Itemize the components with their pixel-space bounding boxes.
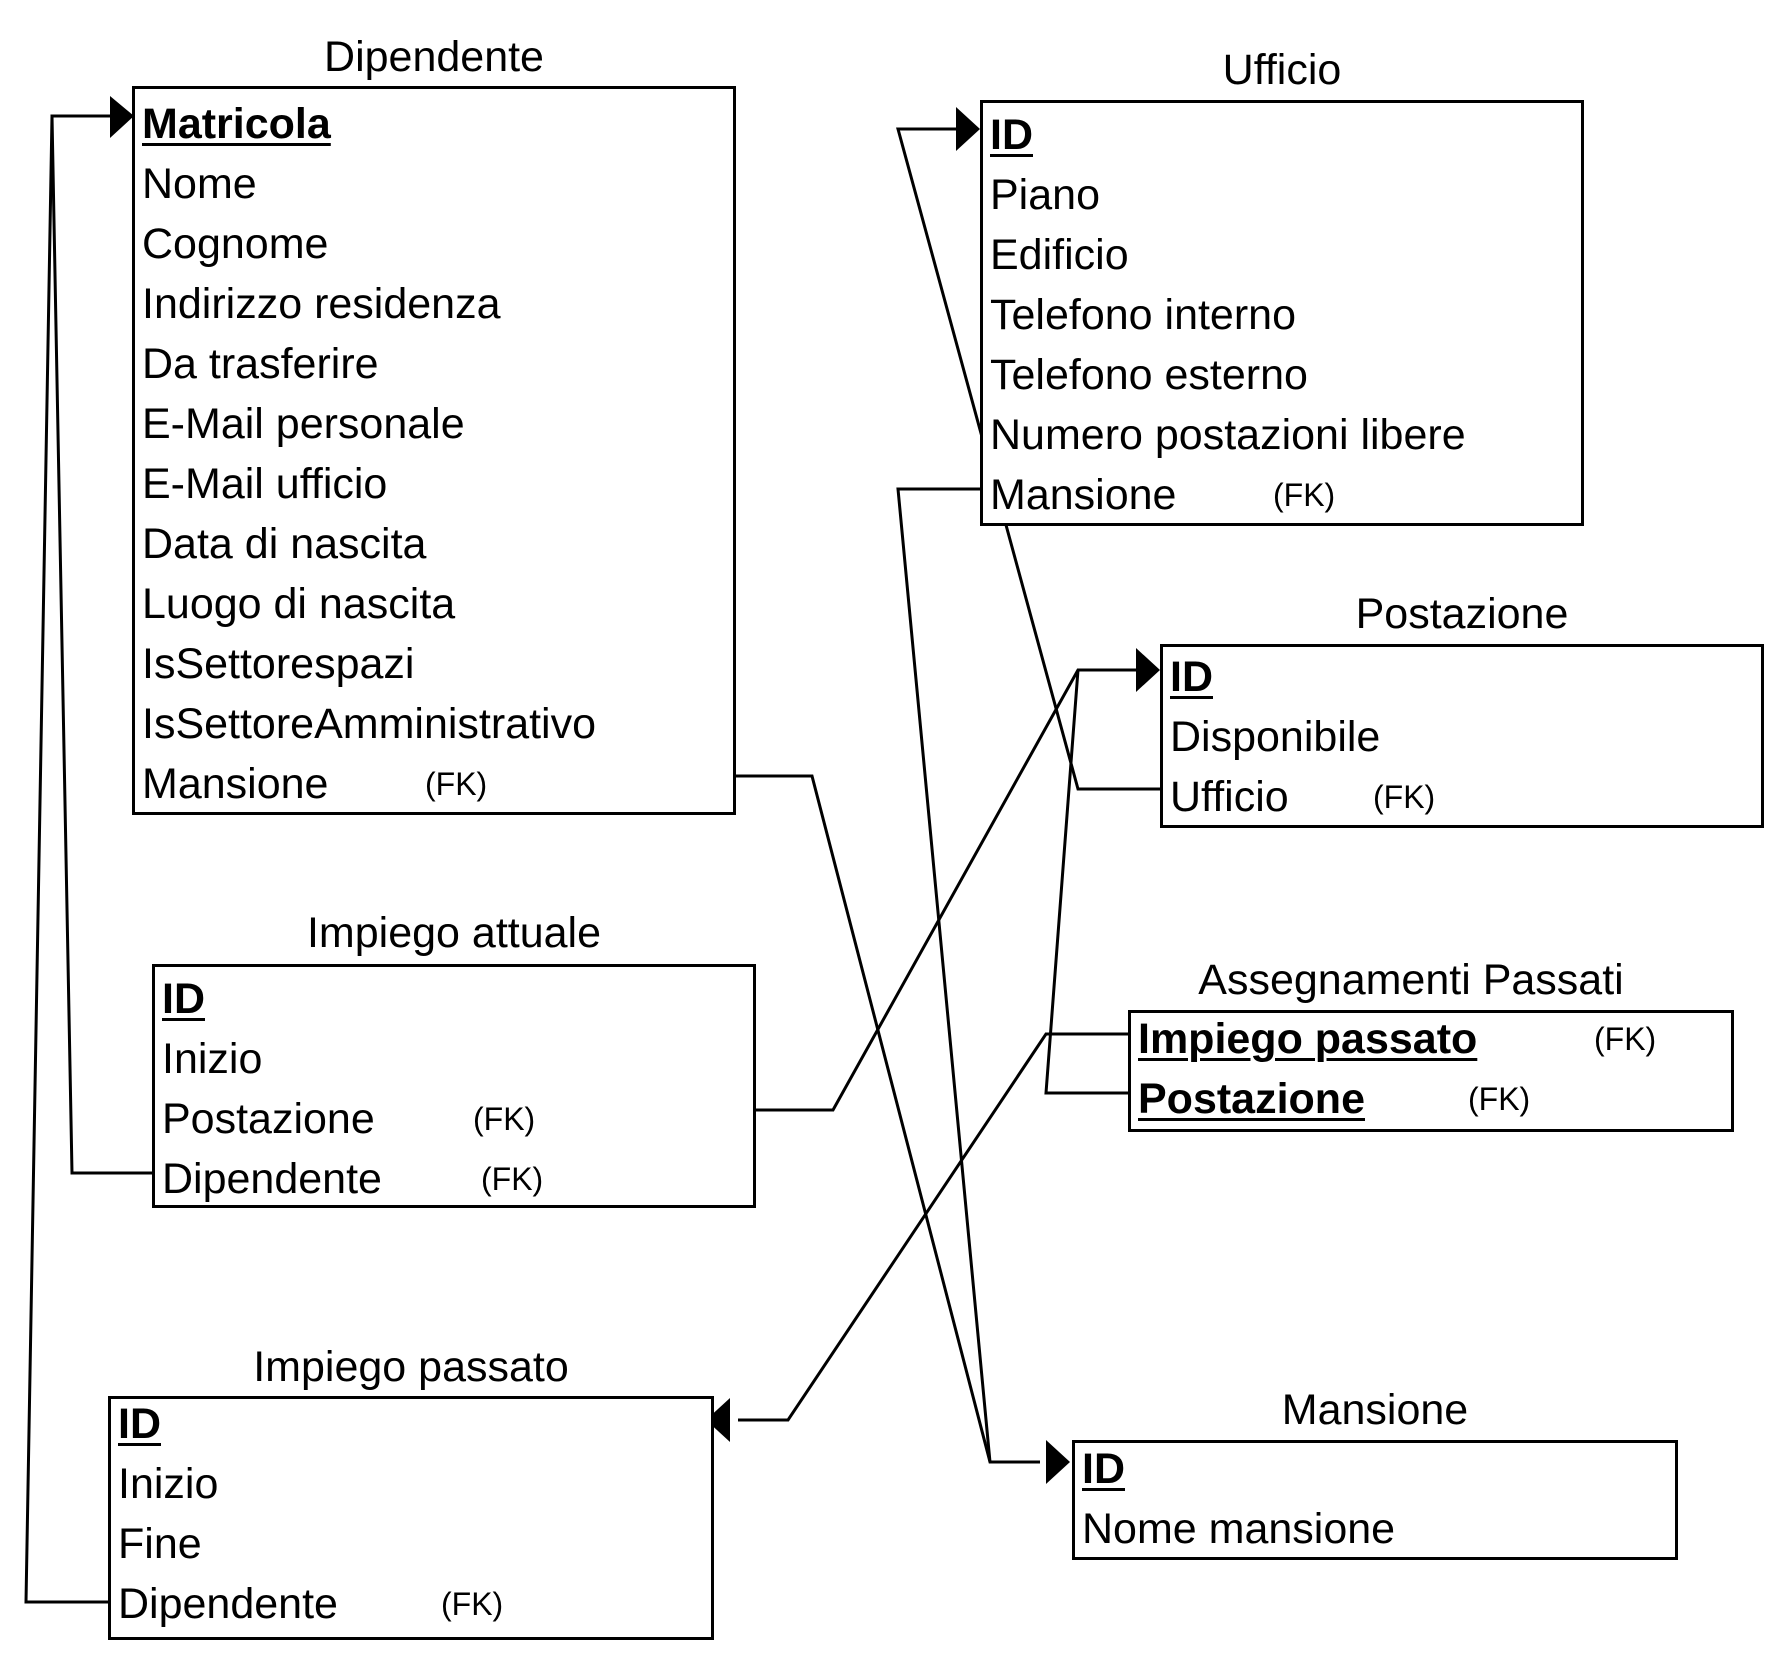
entity-box: ID Nome mansione bbox=[1072, 1440, 1678, 1560]
foreign-key-attribute: Postazione bbox=[162, 1095, 375, 1143]
entity-ufficio[interactable]: Ufficio ID Piano Edificio Telefono inter… bbox=[980, 44, 1584, 526]
entity-title: Dipendente bbox=[324, 33, 544, 81]
fk-marker: (FK) bbox=[481, 1161, 544, 1197]
entity-title: Ufficio bbox=[1222, 46, 1342, 94]
edge-impiego-attuale-dipendente bbox=[50, 114, 155, 1175]
entity-postazione[interactable]: Postazione ID Disponibile Ufficio (FK) bbox=[1160, 588, 1764, 828]
attribute: Telefono esterno bbox=[990, 351, 1308, 399]
foreign-key-attribute: Mansione bbox=[142, 760, 329, 808]
fk-marker: (FK) bbox=[441, 1586, 504, 1622]
attribute: Cognome bbox=[142, 220, 329, 268]
entity-box: ID Disponibile Ufficio (FK) bbox=[1160, 644, 1764, 828]
primary-key-attribute: ID bbox=[118, 1400, 161, 1448]
attribute: E-Mail ufficio bbox=[142, 460, 388, 508]
entity-impiego-attuale[interactable]: Impiego attuale ID Inizio Postazione (FK… bbox=[152, 906, 756, 1208]
edge-assegnamenti-postazione bbox=[1044, 669, 1128, 1095]
attribute: Da trasferire bbox=[142, 340, 379, 388]
attribute: Luogo di nascita bbox=[142, 580, 456, 628]
attribute: Nome bbox=[142, 160, 257, 208]
edge-ufficio-mansione bbox=[896, 487, 992, 1463]
entity-title: Impiego attuale bbox=[306, 909, 602, 957]
entity-box: Matricola Nome Cognome Indirizzo residen… bbox=[132, 86, 736, 815]
primary-key-attribute: ID bbox=[1082, 1445, 1125, 1493]
arrowhead-impiego-passato-icon bbox=[706, 1398, 730, 1442]
attribute: Numero postazioni libere bbox=[990, 411, 1466, 459]
entity-mansione[interactable]: Mansione ID Nome mansione bbox=[1072, 1384, 1678, 1560]
foreign-key-attribute: Mansione bbox=[990, 471, 1177, 519]
fk-marker: (FK) bbox=[425, 766, 488, 802]
attribute: Inizio bbox=[118, 1460, 219, 1508]
entity-dipendente[interactable]: Dipendente Matricola Nome Cognome Indiri… bbox=[132, 30, 736, 815]
fk-marker: (FK) bbox=[473, 1101, 536, 1137]
attribute: Edificio bbox=[990, 231, 1129, 279]
entity-title: Impiego passato bbox=[253, 1343, 569, 1391]
fk-marker: (FK) bbox=[1468, 1081, 1531, 1117]
entity-box: Impiego passato (FK) Postazione (FK) bbox=[1128, 1010, 1734, 1132]
fk-marker: (FK) bbox=[1373, 779, 1436, 815]
attribute: Indirizzo residenza bbox=[142, 280, 501, 328]
foreign-key-attribute: Ufficio bbox=[1170, 773, 1289, 821]
primary-key-attribute: ID bbox=[990, 111, 1033, 159]
entity-box: ID Inizio Postazione (FK) Dipendente (FK… bbox=[152, 964, 756, 1208]
attribute: Nome mansione bbox=[1082, 1505, 1396, 1553]
attribute: IsSettoreAmministrativo bbox=[142, 700, 597, 748]
attribute: Data di nascita bbox=[142, 520, 427, 568]
primary-key-attribute: Postazione bbox=[1138, 1075, 1365, 1123]
primary-key-attribute: ID bbox=[162, 975, 205, 1023]
attribute: Disponibile bbox=[1170, 713, 1381, 761]
entity-title: Assegnamenti Passati bbox=[1198, 956, 1624, 1004]
attribute: Fine bbox=[118, 1520, 202, 1568]
entity-impiego-passato[interactable]: Impiego passato ID Inizio Fine Dipendent… bbox=[108, 1340, 714, 1640]
arrowhead-mansione-icon bbox=[1046, 1440, 1070, 1484]
arrowhead-ufficio-icon bbox=[956, 107, 980, 151]
edge-impiego-attuale-postazione bbox=[755, 668, 1138, 1112]
attribute: Piano bbox=[990, 171, 1100, 219]
edge-impiego-passato-dipendente bbox=[24, 115, 110, 1604]
arrowhead-dipendente-icon bbox=[110, 96, 134, 138]
fk-marker: (FK) bbox=[1594, 1021, 1657, 1057]
foreign-key-attribute: Dipendente bbox=[118, 1580, 338, 1628]
attribute: E-Mail personale bbox=[142, 400, 465, 448]
edge-dipendente-mansione bbox=[736, 774, 1040, 1464]
attribute: Telefono interno bbox=[990, 291, 1296, 339]
attribute: Inizio bbox=[162, 1035, 263, 1083]
arrowhead-postazione-icon bbox=[1136, 648, 1160, 692]
entity-title: Mansione bbox=[1281, 1386, 1469, 1434]
attribute: IsSettorespazi bbox=[142, 640, 415, 688]
entity-box: ID Inizio Fine Dipendente (FK) bbox=[108, 1396, 714, 1640]
edge-assegnamenti-impiego-passato bbox=[738, 1032, 1128, 1422]
entity-title: Postazione bbox=[1355, 590, 1569, 638]
fk-marker: (FK) bbox=[1273, 477, 1336, 513]
foreign-key-attribute: Dipendente bbox=[162, 1155, 382, 1203]
primary-key-attribute: Impiego passato bbox=[1138, 1015, 1478, 1063]
primary-key-attribute: ID bbox=[1170, 653, 1213, 701]
primary-key-attribute: Matricola bbox=[142, 100, 331, 148]
entity-assegnamenti-passati[interactable]: Assegnamenti Passati Impiego passato (FK… bbox=[1128, 956, 1734, 1132]
entity-box: ID Piano Edificio Telefono interno Telef… bbox=[980, 100, 1584, 526]
